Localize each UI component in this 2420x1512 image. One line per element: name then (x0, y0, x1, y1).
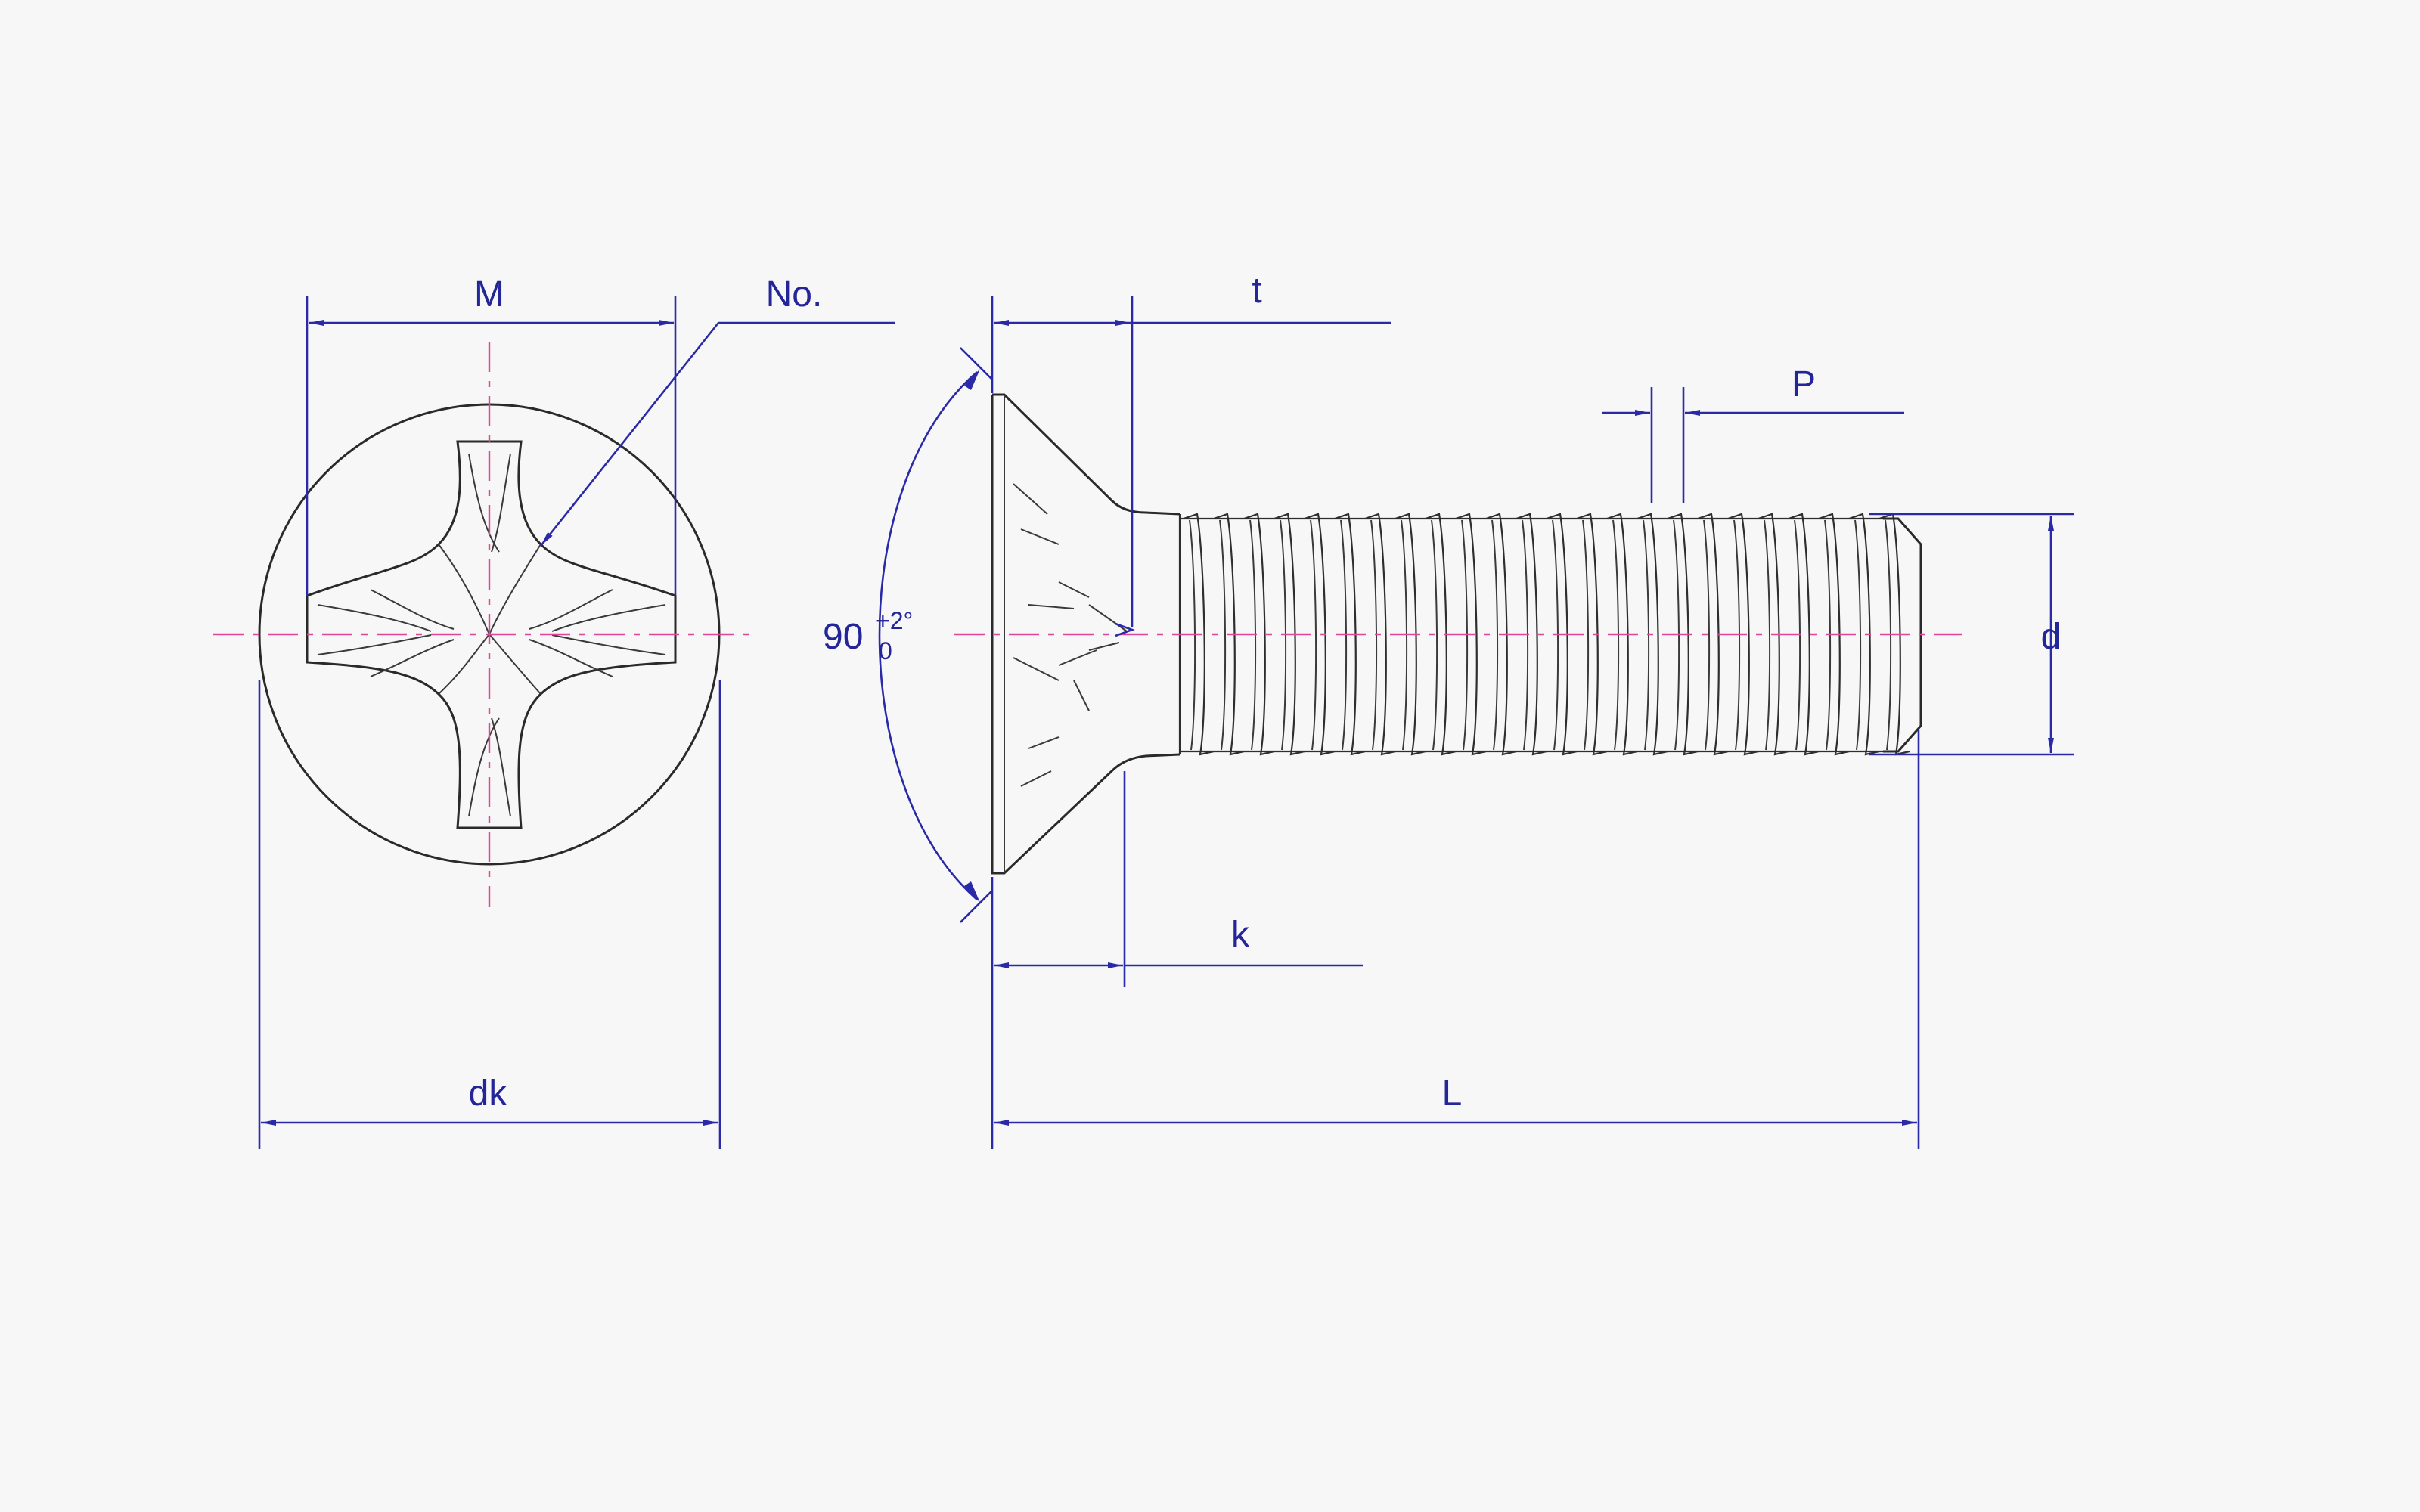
dk-label: dk (469, 1074, 508, 1114)
d-label: d (2041, 617, 2062, 657)
no-leader-diagonal (539, 322, 720, 547)
thread-turn (1364, 513, 1396, 756)
p-label: P (1792, 364, 1816, 404)
thread-flank (1764, 519, 1771, 751)
thread-turn (1788, 513, 1820, 756)
head-top-view: M No. dk (213, 274, 895, 1149)
angle-label: 90 (823, 617, 863, 657)
thread-turn (1243, 513, 1275, 756)
thread-turn (1183, 513, 1215, 756)
angle-arrow-top (964, 369, 980, 390)
thread-turn (1727, 513, 1759, 756)
l-label: L (1442, 1074, 1463, 1114)
m-label: M (474, 274, 504, 314)
angle-tolerance-lower: 0 (879, 637, 892, 665)
thread-flank (1854, 519, 1862, 751)
thread-flank (1491, 519, 1499, 751)
thread-flank (1219, 519, 1227, 751)
screw-side-view: 90 +2° 0 t P d k L (823, 271, 2074, 1149)
countersunk-head-outline (991, 393, 1181, 875)
k-label: k (1231, 915, 1250, 955)
angle-ext-bottom (960, 890, 993, 923)
t-depth-arrow (1115, 622, 1135, 637)
angle-arrow-bottom (964, 881, 980, 903)
thread-turn (1516, 513, 1547, 756)
thread-flank (1703, 519, 1711, 751)
phillips-recess-inner-lines (317, 453, 666, 817)
no-label: No. (766, 274, 823, 314)
head-shading-strokes (1013, 483, 1128, 787)
angle-ext-top (960, 347, 993, 380)
angle-tolerance-upper: +2° (876, 607, 913, 634)
angle-dimension-arc (878, 371, 978, 900)
thread-flank (1310, 519, 1317, 751)
t-label: t (1252, 271, 1261, 311)
thread-flank (1431, 519, 1438, 751)
thread-turn (1637, 513, 1668, 756)
phillips-recess-outline (306, 440, 677, 829)
thread-flank (1582, 519, 1590, 751)
thread-turn (1455, 513, 1487, 756)
